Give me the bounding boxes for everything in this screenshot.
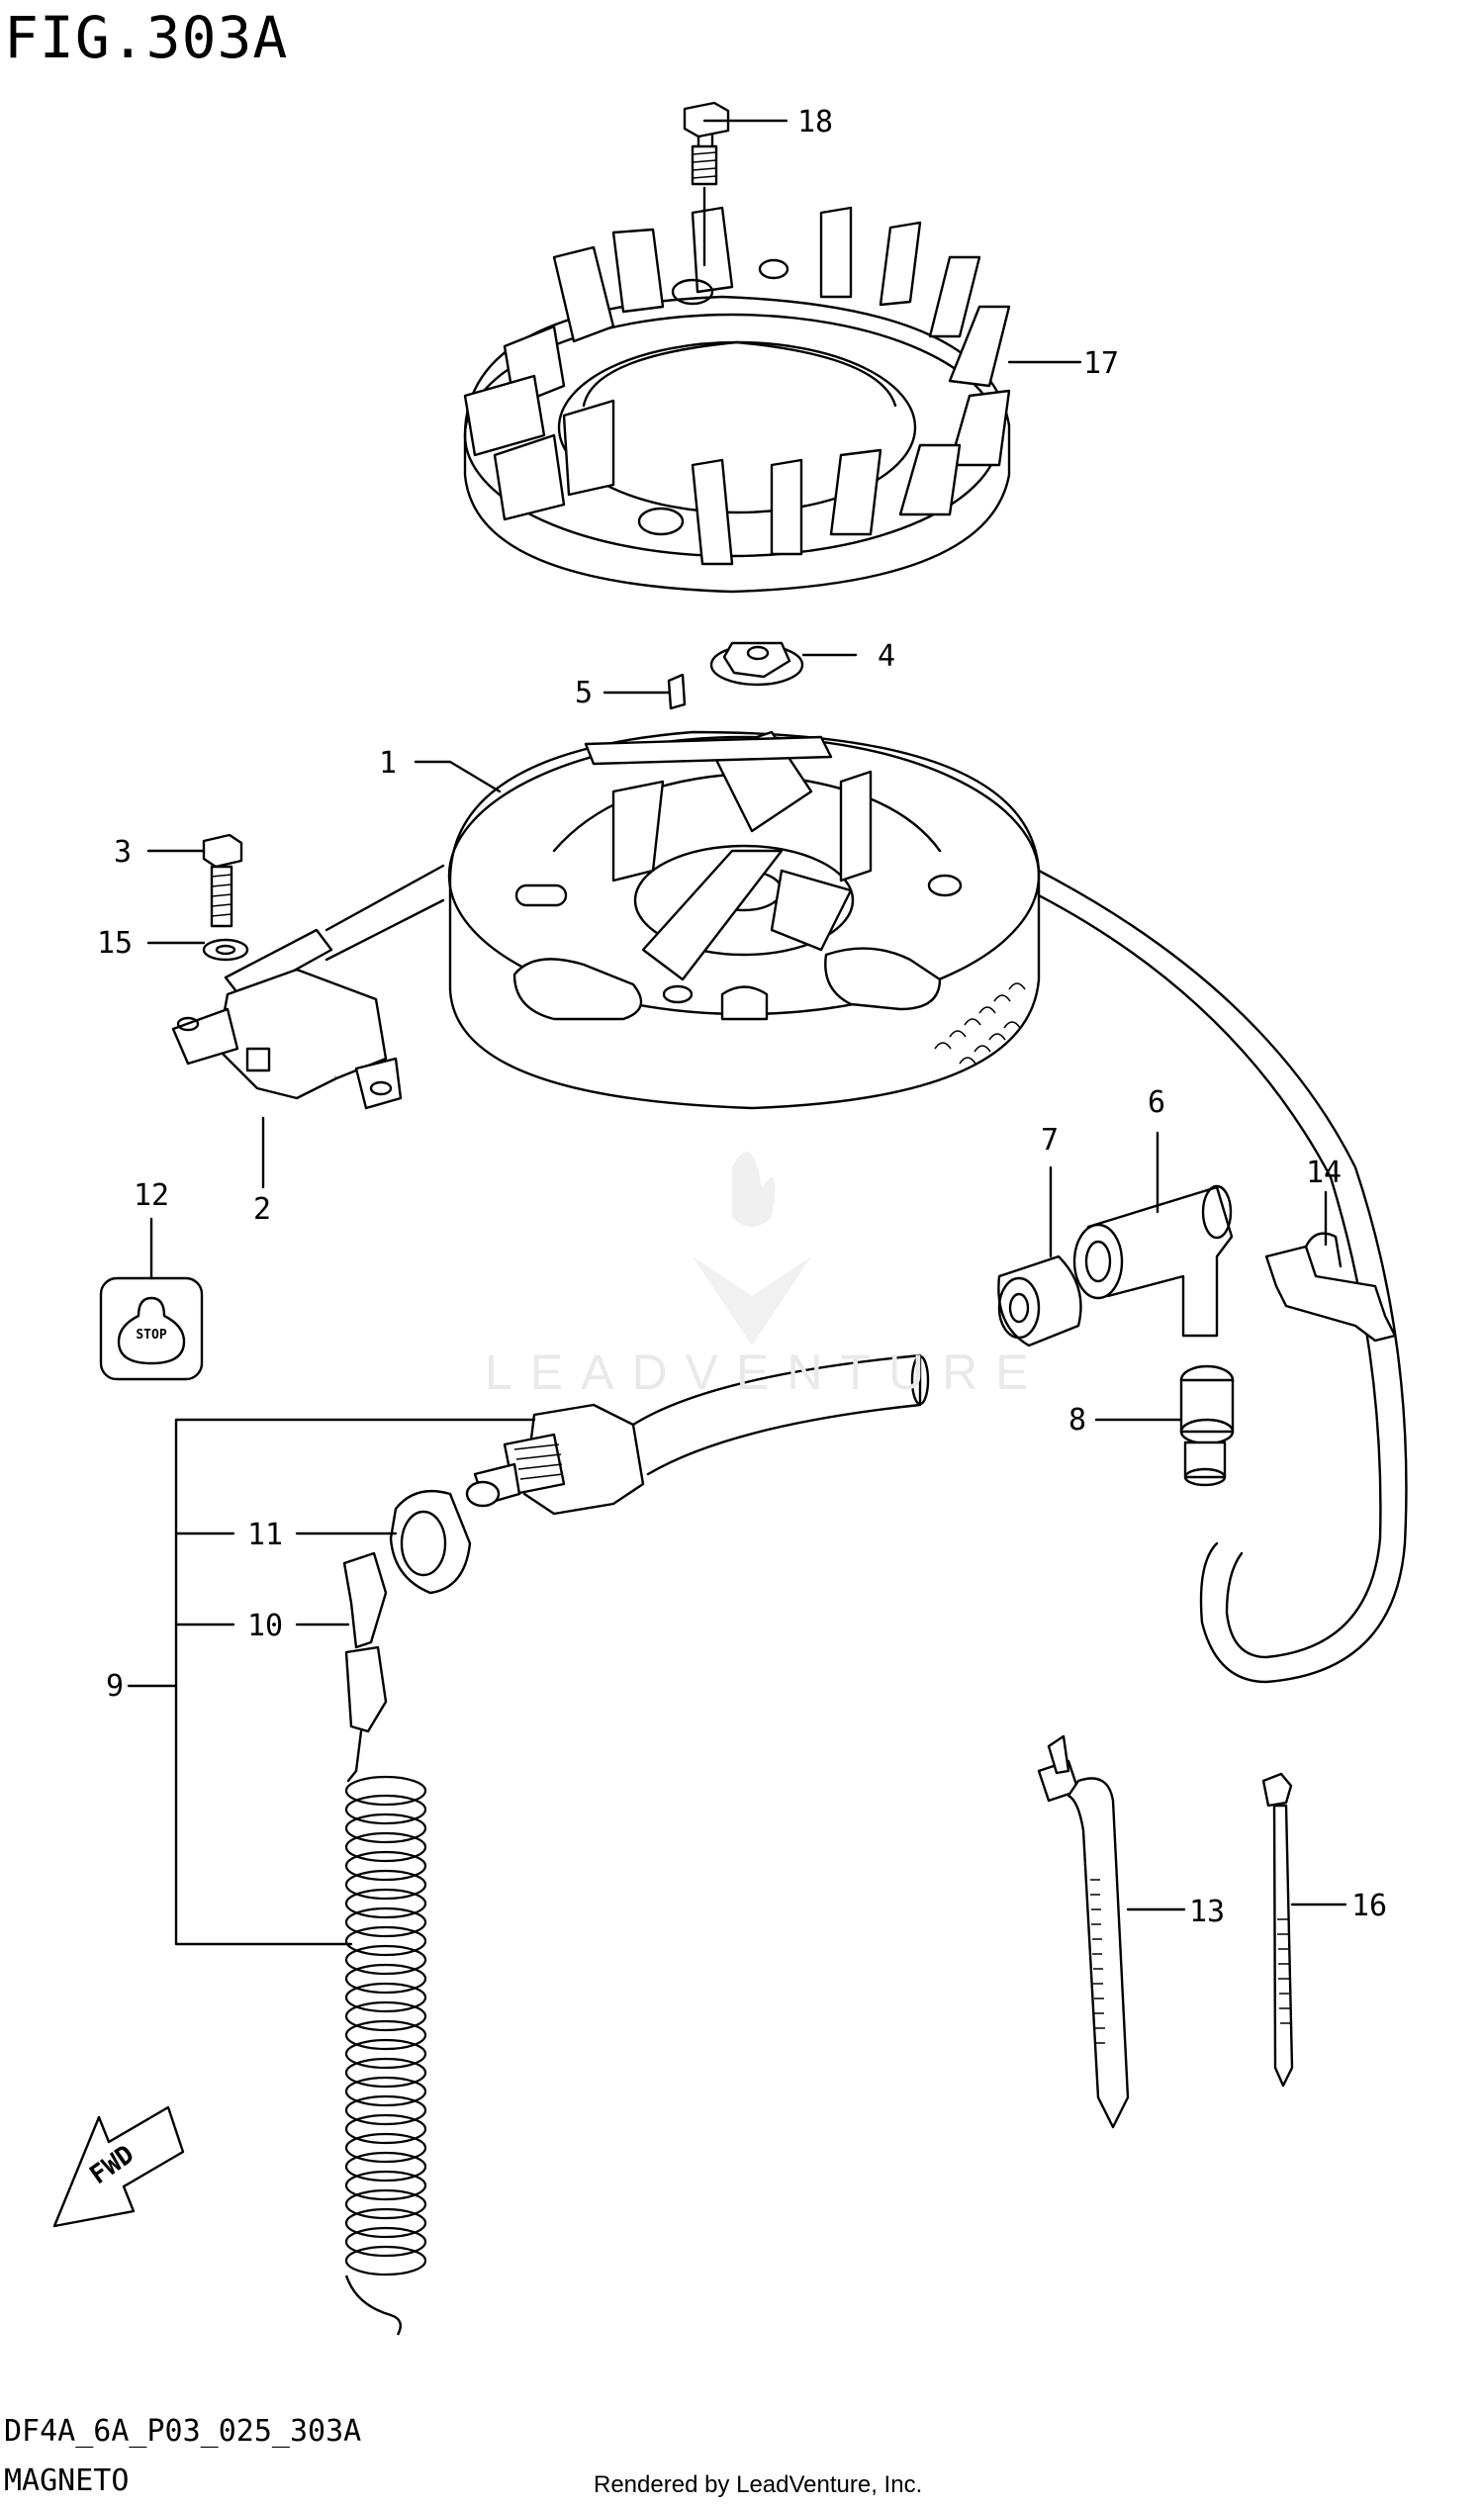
callout-6: 6 [1148, 1085, 1165, 1120]
callout-13: 13 [1189, 1895, 1225, 1929]
coil-loop [344, 1925, 427, 1957]
stator-wire [1037, 869, 1408, 1684]
grommet-6 [1072, 1184, 1234, 1338]
coil-wire [325, 864, 445, 932]
stator-wire-inner [1037, 893, 1382, 1659]
callout-12: 12 [134, 1178, 169, 1213]
callout-8: 8 [1068, 1403, 1086, 1438]
render-credit: Rendered by LeadVenture, Inc. [594, 2471, 923, 2498]
coil-loop [344, 2113, 427, 2145]
coil-loop [344, 2019, 427, 2051]
callout-11: 11 [247, 1518, 283, 1552]
lanyard-cord [342, 1551, 427, 2336]
figure-title: FIG.303A [4, 4, 289, 71]
nut-4 [709, 641, 804, 687]
callout-15: 15 [97, 926, 133, 961]
stop-decal-text: STOP [136, 1328, 166, 1343]
callout-17: 17 [1083, 346, 1119, 381]
coil-loop [344, 2151, 427, 2183]
coil-wire-lower [325, 898, 445, 962]
coil-loop [344, 1812, 427, 1844]
callout-9: 9 [106, 1669, 124, 1704]
ignition-coil [171, 928, 403, 1110]
coil-loop [344, 2057, 427, 2089]
coil-loop [344, 2226, 427, 2258]
callout-2: 2 [253, 1192, 271, 1227]
watermark-text: LEADVENTURE [485, 1345, 1047, 1400]
coil-loop [344, 1794, 427, 1825]
switch-nut-11 [389, 1490, 472, 1595]
coil-loop [344, 2207, 427, 2239]
callout-3: 3 [114, 835, 132, 870]
callout-10: 10 [247, 1609, 283, 1643]
coil-loop [344, 1831, 427, 1863]
callout-1: 1 [379, 746, 397, 781]
coil-loop [344, 1869, 427, 1901]
cable-tie-16 [1261, 1772, 1294, 2088]
diagram-name: MAGNETO [4, 2463, 130, 2498]
coil-loop [344, 1944, 427, 1976]
coil-loop [344, 2188, 427, 2220]
stop-switch [465, 1353, 930, 1516]
cable-tie-13 [1037, 1734, 1130, 2129]
coil-loop [344, 2076, 427, 2107]
callout-14: 14 [1306, 1156, 1342, 1190]
coil-loop [344, 2094, 427, 2126]
watermark-logo [693, 1152, 811, 1346]
key-5 [667, 673, 687, 710]
coil-loop [344, 1963, 427, 1995]
coil-loop [344, 1888, 427, 1919]
forward-arrow-icon [52, 2105, 185, 2228]
clamp-14 [1264, 1232, 1397, 1343]
coil-loop [344, 1775, 427, 1807]
stator-assembly [447, 730, 1041, 1110]
coil-loop [344, 2245, 427, 2277]
washer-15 [202, 938, 249, 962]
callout-16: 16 [1351, 1889, 1387, 1923]
callout-7: 7 [1041, 1123, 1059, 1158]
callout-4: 4 [878, 639, 895, 674]
stop-decal [99, 1276, 204, 1381]
coil-loop [344, 2000, 427, 2032]
screw-3 [202, 833, 243, 928]
coil-tail [344, 2275, 402, 2336]
coil-loop [344, 1982, 427, 2013]
coil-loop [344, 2170, 427, 2201]
grommet-7 [997, 1254, 1082, 1347]
coil-loop [344, 2132, 427, 2164]
callout-numbers: 18 17 4 5 1 3 15 2 12 7 6 14 8 11 10 9 1… [97, 105, 1387, 1929]
callout-18: 18 [797, 105, 833, 139]
sleeve-8 [1179, 1364, 1235, 1487]
diagram-code: DF4A_6A_P03_025_303A [4, 2414, 362, 2449]
callout-5: 5 [575, 676, 593, 710]
fan-flywheel [463, 206, 1011, 594]
coil-loop [344, 1850, 427, 1882]
coil-loop [344, 1906, 427, 1938]
leader-lines [127, 119, 1347, 1946]
coil-loop [344, 2038, 427, 2070]
bolt-18 [683, 101, 730, 267]
